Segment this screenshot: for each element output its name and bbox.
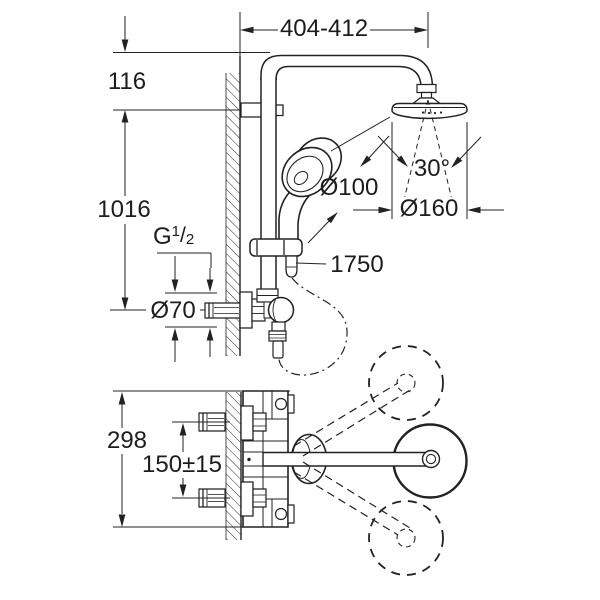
hand-shower-diameter-annotation [308,117,390,243]
dim-label-escutcheon-diameter: Ø70 [148,297,198,324]
supply-connection-dimensions [110,253,217,362]
swivel-arm [263,435,440,484]
valve-side-view [205,289,294,358]
dim-label-swivel-angle: 30° [413,155,451,182]
connection-spacing-dimension [172,422,230,498]
hand-shower [272,129,350,246]
pipe-wall-bracket [241,103,283,117]
swivel-angle-annotation [378,100,481,200]
head-positions-swivelled [294,346,443,575]
dim-label-hose-length: 1750 [328,251,386,278]
dim-label-thread-size: G1/2 [153,224,194,249]
dim-label-top-offset: 116 [105,68,149,95]
thread-slash: / [180,224,186,247]
shower-hose [279,278,347,375]
dim-label-top-width: 404-412 [277,15,371,42]
union-connections [241,406,266,516]
dim-label-hand-shower-diameter: Ø100 [319,174,379,201]
riser-height-dimension [121,122,129,310]
head-shower [392,85,467,119]
bottom-top-view [113,346,467,575]
wall-section-lower [226,392,241,540]
thread-prefix: G [153,223,172,250]
dim-label-riser-height: 1016 [95,196,153,223]
top-offset-dimension [113,16,270,123]
top-width-dimension [240,12,428,56]
thread-denominator: 2 [185,231,195,248]
spray-nozzles [421,111,443,115]
head-shower-diameter-dimension [353,122,504,219]
dim-label-valve-height: 298 [104,427,150,454]
dim-label-connection-spacing: 150±15 [140,451,224,478]
thread-numerator: 1 [171,223,181,240]
hand-shower-holder [250,239,302,277]
upper-elevation-view [110,12,504,375]
valve-height-dimension [113,391,290,527]
dim-label-head-shower-diameter: Ø160 [397,195,461,222]
hose-length-leader [296,263,326,264]
